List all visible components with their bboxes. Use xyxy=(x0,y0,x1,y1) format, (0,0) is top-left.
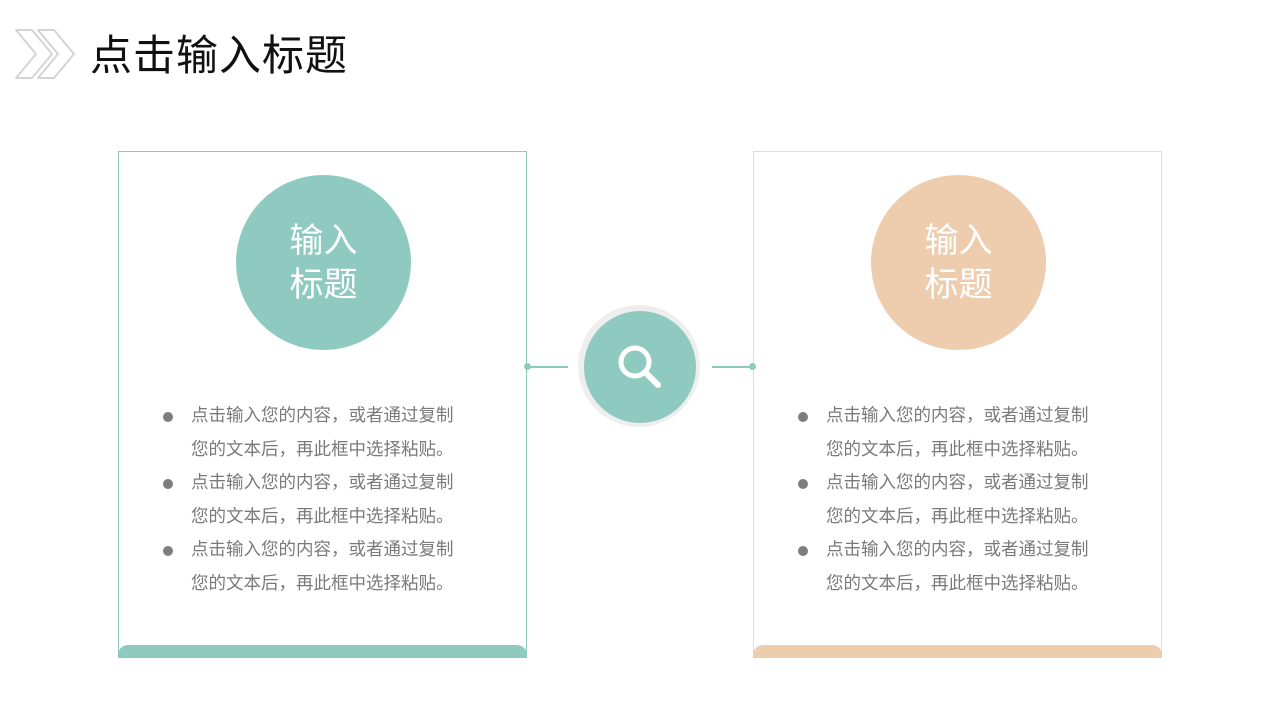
bullet-text-line2: 您的文本后，再此框中选择粘贴。 xyxy=(826,573,1089,594)
bullet-item[interactable]: 点击输入您的内容，或者通过复制 您的文本后，再此框中选择粘贴。 xyxy=(163,534,506,601)
bullet-text-line1: 点击输入您的内容，或者通过复制 xyxy=(826,473,1089,493)
circle-title-line1: 输入 xyxy=(289,220,358,261)
bullet-dot-icon xyxy=(798,479,808,489)
bullet-dot-icon xyxy=(798,546,808,556)
bullet-dot-icon xyxy=(163,546,173,556)
bullet-text-line2: 您的文本后，再此框中选择粘贴。 xyxy=(191,506,454,527)
bullet-dot-icon xyxy=(798,412,808,422)
left-card-title-circle[interactable]: 输入 标题 xyxy=(236,175,411,350)
bullet-text-line2: 您的文本后，再此框中选择粘贴。 xyxy=(191,573,454,594)
bullet-dot-icon xyxy=(163,412,173,422)
right-connector-dot xyxy=(749,363,756,370)
bullet-text-line2: 您的文本后，再此框中选择粘贴。 xyxy=(826,439,1089,460)
bullet-item[interactable]: 点击输入您的内容，或者通过复制 您的文本后，再此框中选择粘贴。 xyxy=(163,400,506,467)
double-chevron-right-icon xyxy=(15,29,75,79)
left-card-bottom-bar xyxy=(118,645,527,658)
bullet-text-line1: 点击输入您的内容，或者通过复制 xyxy=(191,473,454,493)
bullet-item[interactable]: 点击输入您的内容，或者通过复制 您的文本后，再此框中选择粘贴。 xyxy=(798,400,1141,467)
right-card-title-circle[interactable]: 输入 标题 xyxy=(871,175,1046,350)
circle-title-line1: 输入 xyxy=(924,220,993,261)
bullet-item[interactable]: 点击输入您的内容，或者通过复制 您的文本后，再此框中选择粘贴。 xyxy=(798,467,1141,534)
left-card-bullet-list: 点击输入您的内容，或者通过复制 您的文本后，再此框中选择粘贴。 点击输入您的内容… xyxy=(163,400,506,601)
bullet-dot-icon xyxy=(163,479,173,489)
search-icon xyxy=(618,345,661,388)
left-connector-line xyxy=(527,366,568,368)
right-card: 输入 标题 点击输入您的内容，或者通过复制 您的文本后，再此框中选择粘贴。 点击… xyxy=(753,151,1162,658)
search-button[interactable] xyxy=(584,311,696,423)
circle-title-line2: 标题 xyxy=(924,264,993,305)
bullet-text-line1: 点击输入您的内容，或者通过复制 xyxy=(191,540,454,560)
bullet-item[interactable]: 点击输入您的内容，或者通过复制 您的文本后，再此框中选择粘贴。 xyxy=(163,467,506,534)
slide-title[interactable]: 点击输入标题 xyxy=(90,31,349,80)
bullet-text-line2: 您的文本后，再此框中选择粘贴。 xyxy=(191,439,454,460)
right-card-bottom-bar xyxy=(753,645,1162,658)
bullet-text-line1: 点击输入您的内容，或者通过复制 xyxy=(826,406,1089,426)
bullet-text-line2: 您的文本后，再此框中选择粘贴。 xyxy=(826,506,1089,527)
right-connector-line xyxy=(712,366,753,368)
right-card-bullet-list: 点击输入您的内容，或者通过复制 您的文本后，再此框中选择粘贴。 点击输入您的内容… xyxy=(798,400,1141,601)
left-card: 输入 标题 点击输入您的内容，或者通过复制 您的文本后，再此框中选择粘贴。 点击… xyxy=(118,151,527,658)
bullet-text-line1: 点击输入您的内容，或者通过复制 xyxy=(826,540,1089,560)
circle-title-line2: 标题 xyxy=(289,264,358,305)
bullet-item[interactable]: 点击输入您的内容，或者通过复制 您的文本后，再此框中选择粘贴。 xyxy=(798,534,1141,601)
bullet-text-line1: 点击输入您的内容，或者通过复制 xyxy=(191,406,454,426)
